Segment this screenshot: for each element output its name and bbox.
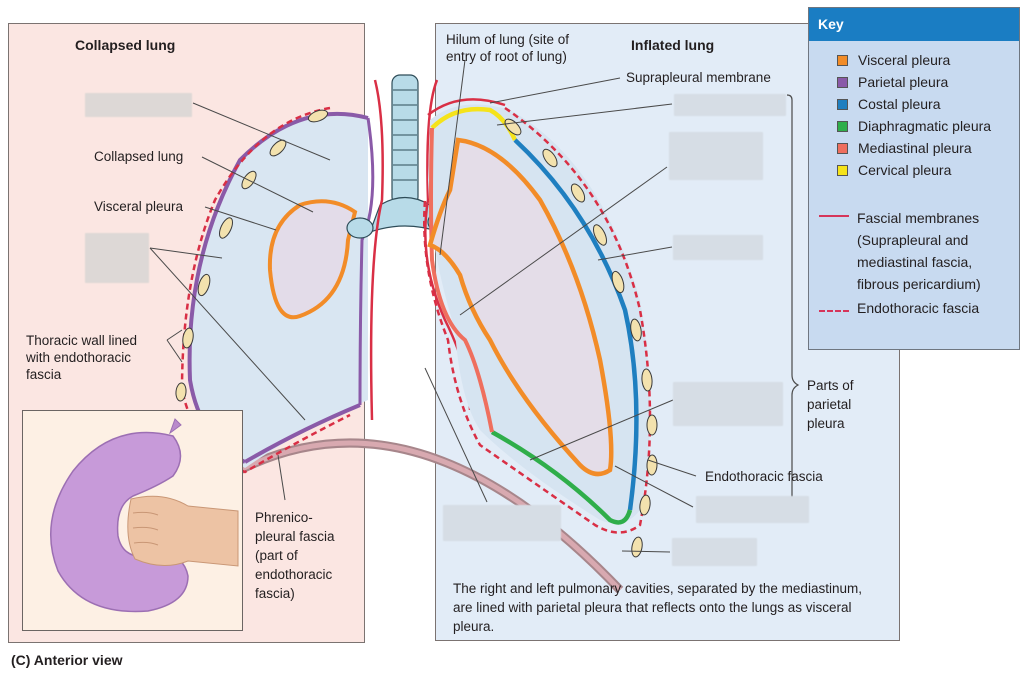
leader-lines — [149, 59, 697, 553]
swatch-icon — [837, 76, 848, 88]
key-item-parietal: Parietal pleura — [837, 74, 948, 90]
diaphragmatic-pleura — [490, 430, 633, 525]
swatch-icon — [837, 142, 848, 154]
blank-label-box — [669, 132, 763, 180]
balloon-fist-inset — [22, 410, 243, 631]
solid-line-icon — [819, 215, 849, 217]
key-item-diaphragmatic: Diaphragmatic pleura — [837, 118, 991, 134]
left-endothoracic-fascia — [180, 106, 351, 474]
blank-label-box — [673, 382, 783, 426]
left-mediastinal-fascia — [369, 79, 384, 421]
swatch-icon — [837, 164, 848, 176]
key-item-fascial-membranes: Fascial membranes (Suprapleural and medi… — [857, 210, 981, 292]
swatch-icon — [837, 120, 848, 132]
label-collapsed-lung: Collapsed lung — [94, 149, 184, 164]
left-mediastinal-parietal — [358, 117, 375, 406]
legend-key: Key Visceral pleura Parietal pleura Cost… — [808, 7, 1020, 350]
blank-label-box — [85, 233, 149, 283]
blank-label-box — [674, 94, 786, 116]
swatch-icon — [837, 98, 848, 110]
key-item-endothoracic: Endothoracic fascia — [857, 300, 980, 316]
inflated-lung-title: Inflated lung — [631, 37, 715, 53]
figure-caption: (C) Anterior view — [11, 652, 123, 668]
mediastinal-pleura — [429, 127, 494, 433]
suprapleural-membrane — [427, 98, 506, 116]
balloon-fist-illustration — [49, 418, 239, 613]
blank-label-box — [85, 93, 192, 117]
label-phrenicopleural-fascia: Phrenico- pleural fascia (part of endoth… — [255, 510, 335, 601]
label-hilum: Hilum of lung (site of entry of root of … — [446, 32, 570, 64]
blank-label-box — [673, 235, 763, 260]
inflated-lung-visceral-pleura — [427, 137, 614, 477]
collapsed-lung-title: Collapsed lung — [75, 37, 176, 53]
label-visceral-pleura: Visceral pleura — [94, 199, 184, 214]
blank-label-box — [696, 496, 809, 523]
dashed-line-icon — [819, 310, 849, 312]
label-suprapleural-membrane: Suprapleural membrane — [626, 70, 771, 85]
key-item-costal: Costal pleura — [837, 96, 941, 112]
collapsed-lung-visceral-pleura — [267, 199, 358, 320]
right-ribs — [504, 118, 658, 558]
key-item-mediastinal: Mediastinal pleura — [837, 140, 972, 156]
key-item-cervical: Cervical pleura — [837, 162, 951, 178]
blank-label-box — [672, 538, 757, 566]
swatch-icon — [837, 54, 848, 66]
label-thoracic-wall: Thoracic wall lined with endothoracic fa… — [26, 333, 138, 382]
footnote: The right and left pulmonary cavities, s… — [453, 581, 862, 634]
costal-pleura — [513, 138, 639, 511]
right-endothoracic-fascia — [422, 106, 652, 534]
parietal-bracket — [786, 94, 800, 514]
blank-label-box — [443, 505, 561, 541]
key-item-visceral: Visceral pleura — [837, 52, 950, 68]
label-endothoracic-fascia: Endothoracic fascia — [705, 469, 823, 484]
label-parts-of-parietal-pleura: Parts of parietal pleura — [807, 378, 854, 431]
left-ribs — [175, 109, 329, 402]
balloon — [49, 431, 189, 613]
fist — [127, 495, 239, 567]
key-title: Key — [809, 8, 1019, 41]
